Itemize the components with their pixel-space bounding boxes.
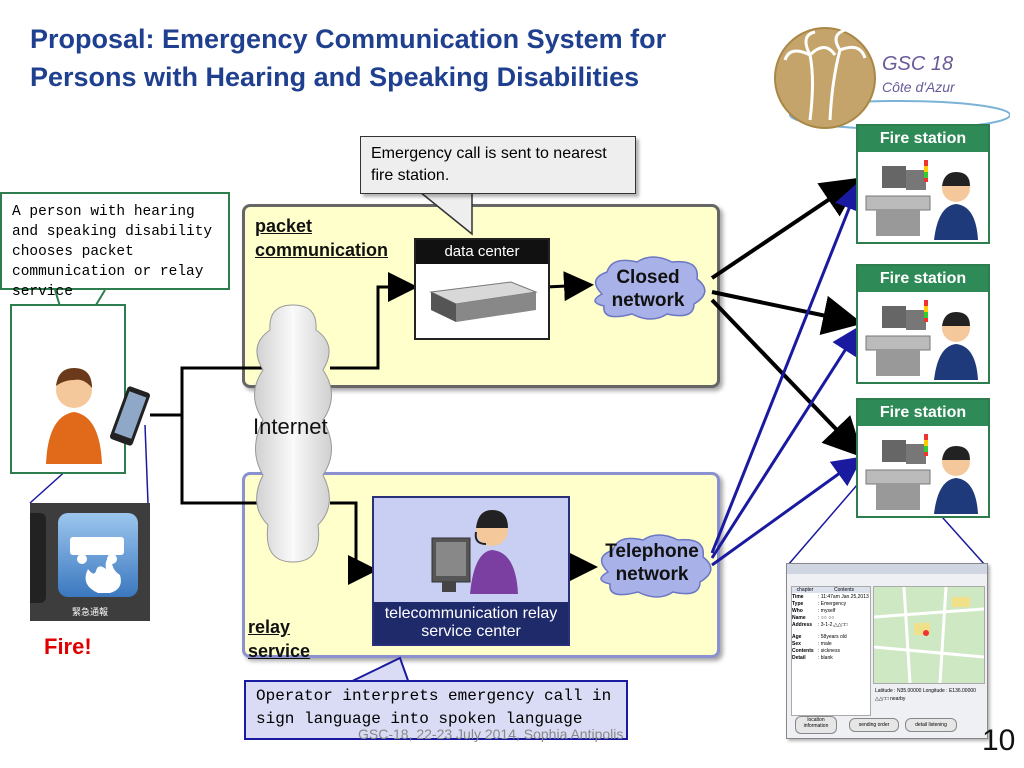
- internet-label: Internet: [253, 414, 328, 439]
- screenshot-coords: Latitude : N35.00000 Longitude : E136.00…: [875, 688, 976, 694]
- logo-line2: Côte d'Azur: [882, 79, 956, 95]
- operator-callout: Operator interprets emergency call in si…: [244, 680, 628, 740]
- screenshot-row: Detail : blank: [792, 655, 870, 661]
- screenshot-cell: Address: [792, 622, 813, 628]
- screenshot-row: Who : myself: [792, 608, 870, 614]
- smartphone-icon: [109, 386, 151, 446]
- screenshot-cell: : 3-1-2,△△□□: [818, 622, 848, 628]
- telephone-network-cloud: Telephone network: [600, 534, 712, 598]
- screenshot-cell: Detail: [792, 655, 806, 661]
- screenshot-row: Name : ○○ ○○: [792, 615, 870, 621]
- fire-station-2: Fire station: [856, 264, 990, 384]
- emergency-callout: Emergency call is sent to nearest fire s…: [360, 136, 636, 194]
- relay-center-box: telecommunication relay service center: [372, 496, 570, 646]
- packet-label: packet communication: [255, 216, 389, 260]
- screenshot-cell: : 58years old: [818, 634, 847, 640]
- emergency-app-button[interactable]: [58, 513, 138, 597]
- internet-cloud: Internet: [253, 304, 332, 563]
- location-info-button[interactable]: location information: [795, 716, 837, 734]
- screenshot-row: Time : 11:47am Jan.25,2013: [792, 594, 870, 600]
- screenshot-cell: Age: [792, 634, 802, 640]
- screenshot-col-header: chapter: [796, 587, 814, 593]
- dispatcher-icon: [865, 160, 978, 240]
- relay-center-label: telecommunication relay service center: [374, 602, 568, 644]
- page-number: 10: [982, 724, 1016, 757]
- data-center-box: data center: [414, 238, 550, 340]
- screenshot-cell: : myself: [818, 608, 836, 614]
- closed-network-line2: network: [612, 290, 685, 311]
- server-icon: [429, 281, 538, 322]
- fire-station-1: Fire station: [856, 124, 990, 244]
- screenshot-cell: Who: [792, 608, 803, 614]
- screenshot-cell: : ○○ ○○: [818, 615, 835, 621]
- person-callout: A person with hearing and speaking disab…: [0, 192, 230, 300]
- closed-network-cloud: Closed network: [594, 256, 706, 320]
- closed-network-line1: Closed: [616, 267, 679, 288]
- screenshot-map: [873, 586, 985, 684]
- data-center-label: data center: [416, 240, 548, 264]
- screenshot-titlebar: [787, 564, 987, 574]
- operator-icon: [431, 510, 518, 594]
- screenshot-cell: Contents: [792, 648, 814, 654]
- screenshot-col-header: Contents: [833, 587, 854, 593]
- screenshot-row: Sex : male: [792, 641, 870, 647]
- person-icon: [40, 368, 110, 464]
- fire-station-3: Fire station: [856, 398, 990, 518]
- relay-label: relay service: [248, 617, 311, 661]
- screenshot-cell: Sex: [792, 641, 801, 647]
- screenshot-cell: : sickness: [818, 648, 840, 654]
- slide-title: Proposal: Emergency Communication System…: [30, 24, 667, 92]
- fire-text: Fire!: [44, 634, 92, 659]
- detail-listening-button[interactable]: detail listening: [905, 718, 957, 732]
- screenshot-nearby: △△□□ nearby: [875, 696, 906, 702]
- screenshot-row: Type : Emergency: [792, 601, 870, 607]
- dispatcher-icon: [865, 300, 978, 380]
- app-label: 緊急通報: [71, 607, 108, 617]
- logo-line1: GSC 18: [882, 53, 953, 75]
- gsc-logo: GSC 18 Côte d'Azur: [774, 27, 1010, 130]
- fire-station-1-label: Fire station: [858, 126, 988, 152]
- dispatcher-icon: [865, 434, 978, 514]
- screenshot-row: Contents : sickness: [792, 648, 870, 654]
- screenshot-cell: Name: [792, 615, 806, 621]
- fire-station-2-label: Fire station: [858, 266, 988, 292]
- person-box: [10, 304, 126, 474]
- screenshot-cell: Type: [792, 601, 804, 607]
- screenshot-cell: : Emergency: [818, 601, 847, 607]
- footer-text: GSC-18, 22-23 July 2014, Sophia Antipoli…: [358, 726, 624, 742]
- screenshot-cell: Time: [792, 594, 804, 600]
- screenshot-cell: : male: [818, 641, 832, 647]
- fire-station-3-label: Fire station: [858, 400, 988, 426]
- screenshot-cell: : 11:47am Jan.25,2013: [818, 594, 869, 600]
- sending-order-button[interactable]: sending order: [849, 718, 899, 732]
- emergency-callout-tail: [419, 191, 473, 236]
- telephone-network-line1: Telephone: [605, 541, 699, 562]
- telephone-network-line2: network: [616, 564, 689, 585]
- screenshot-cell: : blank: [818, 655, 833, 661]
- fire-truck-icon: [70, 537, 124, 593]
- app-side-tab: [30, 513, 46, 603]
- phone-app-screen: 緊急通報: [30, 503, 150, 621]
- operator-callout-tail: [341, 656, 411, 687]
- screenshot-row: Age : 58years old: [792, 634, 870, 640]
- screenshot-row: Address : 3-1-2,△△□□: [792, 622, 870, 628]
